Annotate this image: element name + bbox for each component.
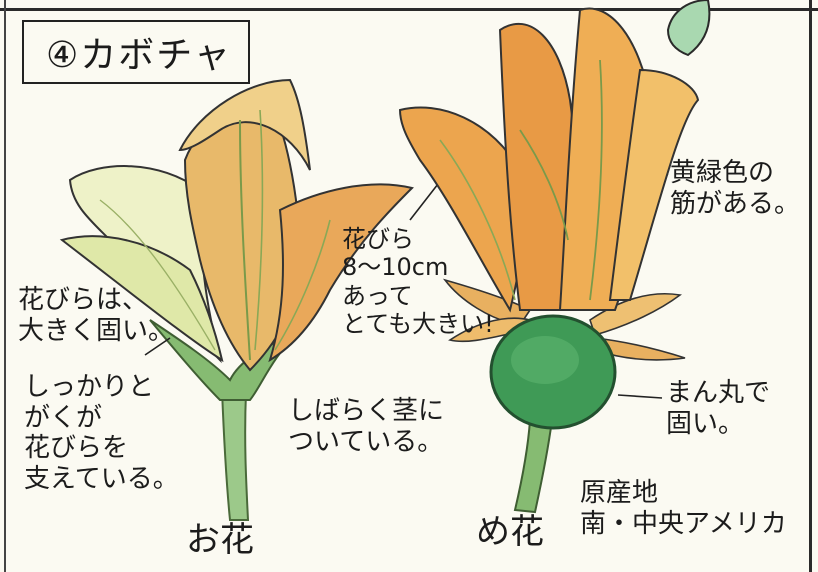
note-ovary-round: まん丸で 固い。 — [666, 378, 771, 439]
frame-right-line — [809, 0, 812, 572]
female-flower-drawing — [398, 7, 700, 514]
frame-top-line — [0, 8, 818, 11]
leaf-top-right — [666, 0, 711, 57]
page-title: ④カボチャ — [22, 20, 250, 84]
note-petals-hard: 花びらは、 大きく固い。 — [18, 285, 175, 346]
male-flower-label: お花 — [186, 520, 254, 560]
male-flower-drawing — [59, 78, 414, 521]
note-origin: 原産地 南・中央アメリカ — [580, 478, 787, 539]
note-stem-attached: しばらく茎に ついている。 — [288, 396, 445, 457]
note-calyx-support: しっかりと がくが 花びらを 支えている。 — [24, 372, 179, 495]
frame-left-line — [4, 0, 6, 572]
note-green-veins: 黄緑色の 筋がある。 — [670, 158, 801, 219]
page-title-text: ④カボチャ — [46, 35, 232, 76]
note-petal-size: 花びら 8〜10cm あって とても大きい! — [342, 225, 494, 338]
female-flower-label: め花 — [476, 512, 544, 552]
